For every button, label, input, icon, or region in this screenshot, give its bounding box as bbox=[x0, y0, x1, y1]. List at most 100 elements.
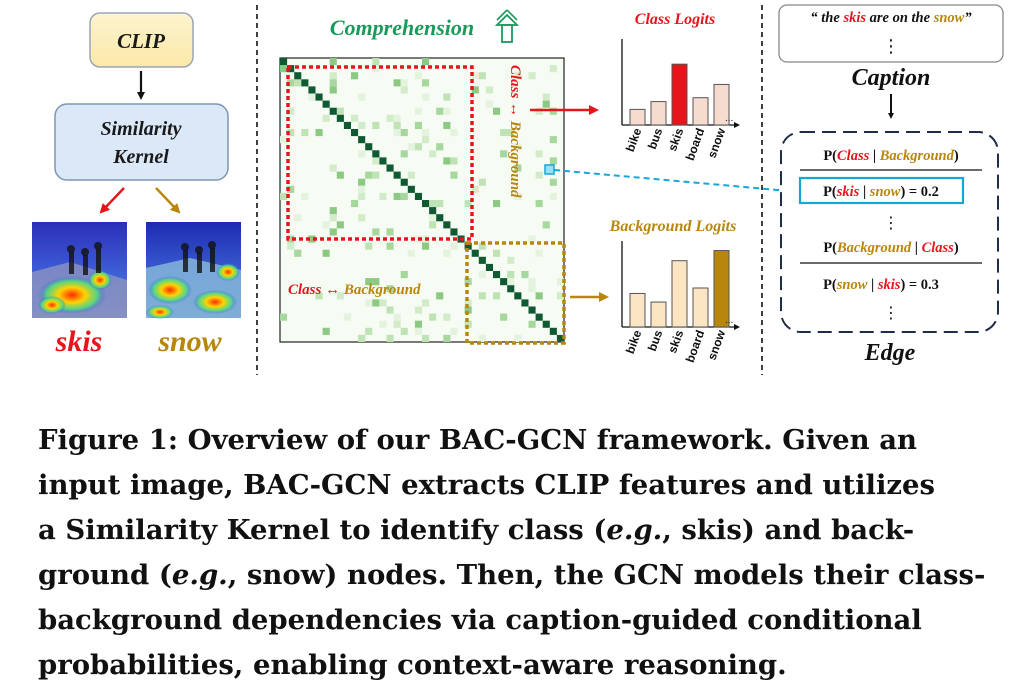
bar-snow bbox=[713, 83, 730, 126]
tick-label-board: board bbox=[683, 126, 708, 162]
matrix-cell bbox=[393, 121, 401, 129]
matrix-cell bbox=[422, 79, 430, 87]
matrix-cell bbox=[351, 72, 359, 80]
bar-bike bbox=[629, 108, 646, 126]
matrix-cell bbox=[414, 320, 422, 328]
caption-line-3: a Similarity Kernel to identify class (e… bbox=[38, 508, 998, 553]
matrix-cell bbox=[464, 200, 472, 208]
lower-relation-label: Class ↔ Background bbox=[288, 282, 421, 298]
matrix-cell bbox=[315, 129, 323, 137]
matrix-cell bbox=[407, 249, 415, 257]
matrix-diagonal-cell bbox=[500, 278, 508, 286]
matrix-diagonal-cell bbox=[436, 214, 444, 222]
matrix-diagonal-cell bbox=[471, 249, 479, 257]
matrix-diagonal-cell bbox=[336, 114, 344, 122]
matrix-cell bbox=[287, 235, 295, 243]
caption-box bbox=[778, 4, 1004, 63]
matrix-cell bbox=[301, 129, 309, 137]
tick-label-bus: bus bbox=[645, 126, 666, 151]
matrix-diagonal-cell bbox=[464, 242, 472, 250]
matrix-diagonal-cell bbox=[308, 86, 316, 94]
matrix-cell bbox=[287, 185, 295, 193]
matrix-cell bbox=[436, 107, 444, 115]
matrix-cell bbox=[379, 320, 387, 328]
overview-figure: CLIP Similarity Kernel bbox=[32, 4, 1004, 375]
highlighted-cell bbox=[544, 164, 555, 175]
matrix-cell bbox=[450, 327, 458, 335]
matrix-cell bbox=[329, 228, 337, 236]
caption-line-4-a: ground ( bbox=[38, 559, 172, 591]
matrix-cell bbox=[322, 327, 330, 335]
matrix-cell bbox=[493, 200, 501, 208]
edge-vdots-2: ⋮ bbox=[883, 303, 899, 322]
matrix-cell bbox=[436, 200, 444, 208]
highlighted-prob-box bbox=[798, 176, 965, 205]
caption-sentence: “ the skis are on the snow” bbox=[810, 10, 972, 26]
matrix-diagonal-cell bbox=[450, 228, 458, 236]
matrix-cell bbox=[414, 72, 422, 80]
skis-attention-image bbox=[32, 222, 127, 318]
caption-title: Caption bbox=[852, 65, 931, 91]
matrix-cell bbox=[393, 320, 401, 328]
matrix-cell bbox=[500, 129, 508, 137]
matrix-cell bbox=[294, 249, 302, 257]
matrix-cell bbox=[407, 171, 415, 179]
matrix-cell bbox=[450, 157, 458, 165]
ellipsis: ... bbox=[725, 315, 733, 326]
matrix-cell bbox=[358, 93, 366, 101]
matrix-cell bbox=[322, 249, 330, 257]
matrix-diagonal-cell bbox=[294, 72, 302, 80]
matrix-cell bbox=[329, 86, 337, 94]
matrix-cell bbox=[422, 242, 430, 250]
matrix-cell bbox=[287, 79, 295, 87]
matrix-diagonal-cell bbox=[372, 150, 380, 158]
matrix-cell bbox=[358, 334, 366, 342]
bar-board bbox=[692, 287, 709, 328]
matrix-cell bbox=[514, 72, 522, 80]
similarity-matrix bbox=[279, 57, 565, 343]
tick-label-bike: bike bbox=[623, 328, 644, 356]
left-panel: CLIP Similarity Kernel bbox=[32, 12, 241, 358]
matrix-cell bbox=[478, 178, 486, 186]
matrix-diagonal-cell bbox=[386, 164, 394, 172]
matrix-cell bbox=[386, 114, 394, 122]
matrix-cell bbox=[365, 327, 373, 335]
matrix-cell bbox=[514, 334, 522, 342]
tick-label-skis: skis bbox=[665, 126, 686, 153]
matrix-cell bbox=[365, 278, 373, 286]
matrix-cell bbox=[549, 65, 557, 73]
matrix-cell bbox=[464, 299, 472, 307]
matrix-diagonal-cell bbox=[322, 100, 330, 108]
matrix-cell bbox=[343, 313, 351, 321]
matrix-cell bbox=[393, 114, 401, 122]
matrix-diagonal-cell bbox=[478, 256, 486, 264]
matrix-diagonal-cell bbox=[542, 320, 550, 328]
matrix-cell bbox=[280, 65, 288, 73]
matrix-diagonal-cell bbox=[315, 93, 323, 101]
matrix-cell bbox=[372, 278, 380, 286]
class-logits-title: Class Logits bbox=[635, 11, 715, 28]
word-snow: snow bbox=[157, 325, 222, 358]
ellipsis: ... bbox=[725, 113, 733, 124]
similarity-kernel-box bbox=[54, 103, 229, 181]
matrix-cell bbox=[556, 278, 564, 286]
matrix-cell bbox=[436, 292, 444, 300]
matrix-cell bbox=[393, 313, 401, 321]
matrix-cell bbox=[414, 327, 422, 335]
matrix-cell bbox=[464, 306, 472, 314]
matrix-diagonal-cell bbox=[407, 185, 415, 193]
matrix-cell bbox=[464, 278, 472, 286]
figure-caption: Figure 1: Overview of our BAC-GCN framew… bbox=[38, 418, 998, 688]
clip-box bbox=[89, 12, 194, 68]
matrix-diagonal-cell bbox=[443, 221, 451, 229]
matrix-cell bbox=[400, 150, 408, 158]
matrix-cell bbox=[414, 306, 422, 314]
prob-background-given-class: P(Background | Class) bbox=[823, 240, 959, 256]
matrix-cell bbox=[372, 228, 380, 236]
caption-line-1: Figure 1: Overview of our BAC-GCN framew… bbox=[38, 424, 918, 456]
matrix-cell bbox=[372, 171, 380, 179]
caption-line-4-b: , snow) nodes. Then, the GCN models thei… bbox=[227, 559, 986, 591]
matrix-cell bbox=[500, 313, 508, 321]
middle-panel: Comprehension Class ↔ Background Class ↔… bbox=[279, 9, 740, 364]
matrix-cell bbox=[429, 150, 437, 158]
